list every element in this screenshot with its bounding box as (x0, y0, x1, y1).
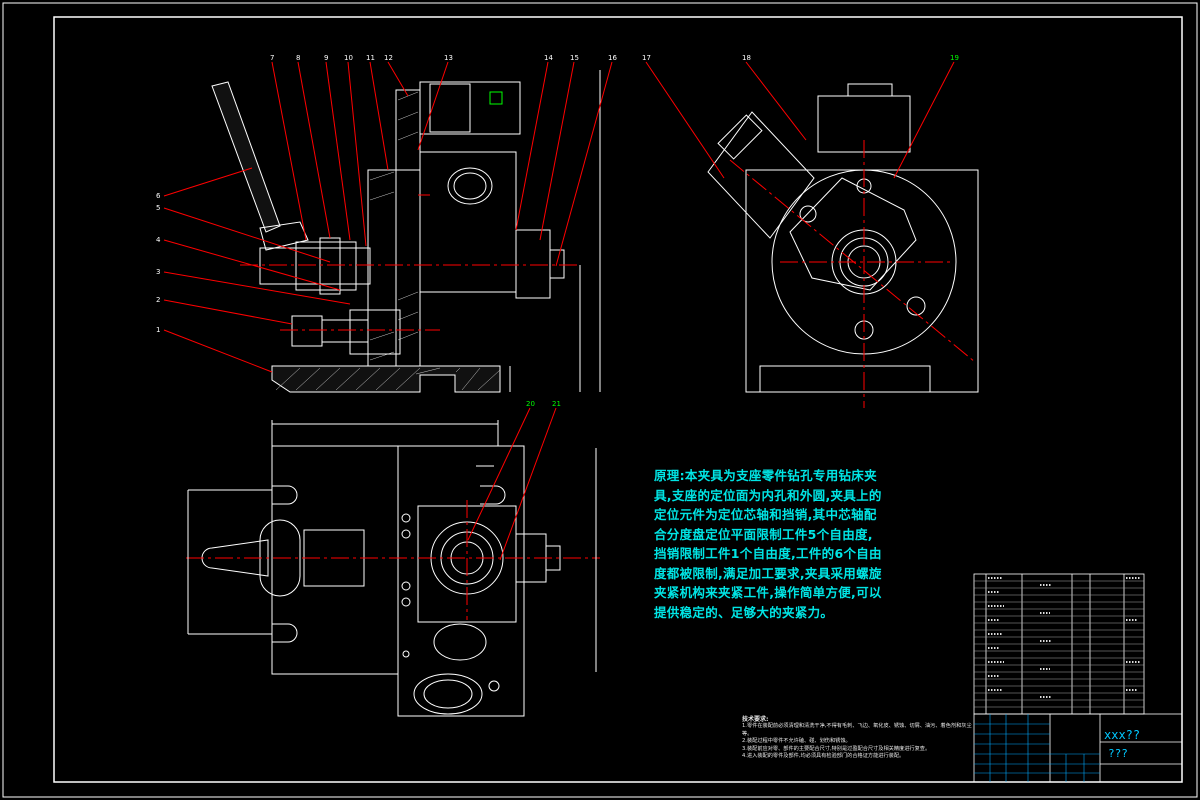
technical-requirement-4: 4.进入装配的零件及部件,均必须具有检验部门的合格证方能进行装配。 (742, 753, 905, 760)
callout-20: 20 (526, 400, 535, 408)
technical-requirement-2: 2.装配过程中零件不允许磕、碰、划伤和锈蚀。 (742, 738, 851, 745)
callout-19: 19 (950, 54, 959, 62)
title-block-code: ??? (1108, 747, 1128, 760)
principle-description: 原理:本夹具为支座零件钻孔专用钻床夹具,支座的定位面为内孔和外圆,夹具上的定位元… (654, 468, 882, 620)
callout-1: 1 (156, 326, 160, 334)
drawing-frame (53, 16, 1183, 783)
technical-requirement-3: 3.装配前应对零、部件的主要配合尺寸,特别是过盈配合尺寸及相关精度进行复查。 (742, 745, 931, 752)
callout-10: 10 (344, 54, 353, 62)
technical-requirements: 技术要求: 1.零件在装配前必须清理和清洗干净,不得有毛刺、飞边、氧化皮、锈蚀、… (742, 716, 978, 760)
callout-7: 7 (270, 54, 274, 62)
callout-6: 6 (156, 192, 161, 200)
callout-numbers: 1 2 3 4 5 6 7 8 9 10 11 12 13 14 15 16 1… (156, 54, 959, 408)
technical-requirement-1: 1.零件在装配前必须清理和清洗干净,不得有毛刺、飞边、氧化皮、锈蚀、切屑、油污、… (742, 723, 972, 737)
leader-lines (163, 61, 955, 561)
callout-14: 14 (544, 54, 553, 62)
side-view (707, 83, 979, 408)
parts-list (973, 573, 1145, 715)
callout-12: 12 (384, 54, 393, 62)
callout-13: 13 (444, 54, 453, 62)
technical-requirements-title: 技术要求: (742, 716, 769, 723)
callout-11: 11 (366, 54, 375, 62)
callout-2: 2 (156, 296, 160, 304)
title-block (973, 713, 1183, 783)
callout-15: 15 (570, 54, 579, 62)
callout-8: 8 (296, 54, 300, 62)
callout-3: 3 (156, 268, 160, 276)
callout-16: 16 (608, 54, 617, 62)
callout-21: 21 (552, 400, 561, 408)
callout-5: 5 (156, 204, 160, 212)
title-block-name: xxx?? (1104, 728, 1141, 742)
callout-17: 17 (642, 54, 651, 62)
callout-18: 18 (742, 54, 751, 62)
callout-4: 4 (156, 236, 161, 244)
top-view (186, 420, 600, 717)
callout-9: 9 (324, 54, 328, 62)
